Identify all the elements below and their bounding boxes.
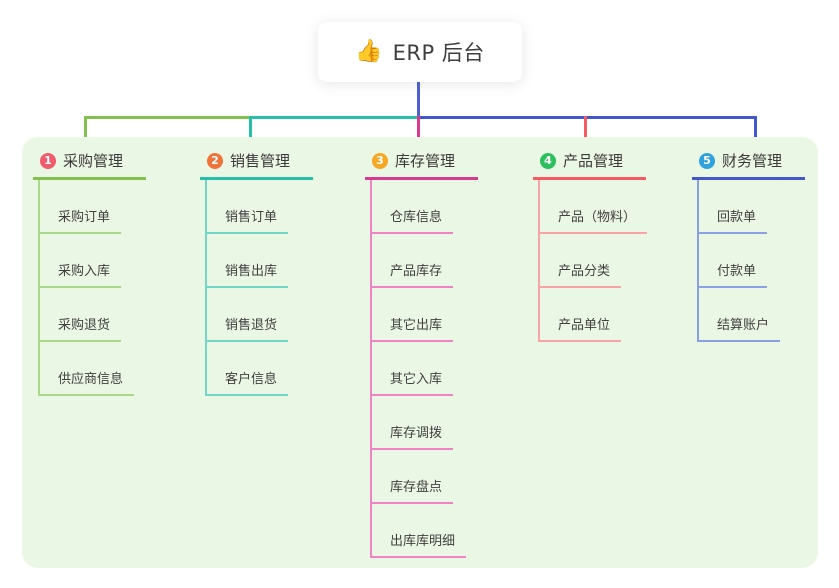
child-node[interactable]: 供应商信息 <box>40 342 146 396</box>
branch-product-children: 产品（物料） 产品分类 产品单位 <box>538 180 648 342</box>
connector-segment-finance <box>417 116 757 119</box>
branch-product: 4 产品管理 产品（物料） 产品分类 产品单位 <box>533 150 648 342</box>
branch-number-badge: 2 <box>207 152 223 169</box>
connector-segment-purchase <box>84 116 252 119</box>
child-label: 仓库信息 <box>372 206 454 234</box>
connector-drop-inventory <box>417 116 420 149</box>
child-node[interactable]: 销售退货 <box>207 288 313 342</box>
child-node[interactable]: 销售出库 <box>207 234 313 288</box>
child-node[interactable]: 采购订单 <box>40 180 146 234</box>
branch-number-badge: 4 <box>540 152 556 169</box>
branch-purchase: 1 采购管理 采购订单 采购入库 采购退货 供应商信息 <box>33 150 146 396</box>
child-node[interactable]: 出库库明细 <box>372 504 478 558</box>
child-label: 产品分类 <box>540 260 622 288</box>
child-node[interactable]: 库存盘点 <box>372 450 478 504</box>
connector-drop-sales <box>249 116 252 149</box>
branch-label: 销售管理 <box>230 152 291 170</box>
branch-sales-title[interactable]: 2 销售管理 <box>200 150 313 180</box>
child-label: 采购退货 <box>40 314 122 342</box>
child-node[interactable]: 客户信息 <box>207 342 313 396</box>
child-label: 库存盘点 <box>372 476 454 504</box>
child-node[interactable]: 仓库信息 <box>372 180 478 234</box>
branch-finance: 5 财务管理 回款单 付款单 结算账户 <box>692 150 805 342</box>
child-node[interactable]: 结算账户 <box>699 288 805 342</box>
child-node[interactable]: 产品（物料） <box>540 180 648 234</box>
child-label: 其它出库 <box>372 314 454 342</box>
child-node[interactable]: 销售订单 <box>207 180 313 234</box>
branch-group-panel <box>22 137 818 568</box>
branch-sales: 2 销售管理 销售订单 销售出库 销售退货 客户信息 <box>200 150 313 396</box>
branch-finance-children: 回款单 付款单 结算账户 <box>697 180 805 342</box>
branch-inventory-children: 仓库信息 产品库存 其它出库 其它入库 库存调拨 库存盘点 出库库明细 <box>370 180 478 558</box>
child-node[interactable]: 采购入库 <box>40 234 146 288</box>
child-label: 付款单 <box>699 260 768 288</box>
child-node[interactable]: 付款单 <box>699 234 805 288</box>
root-title: ERP 后台 <box>392 41 485 65</box>
branch-purchase-children: 采购订单 采购入库 采购退货 供应商信息 <box>38 180 146 396</box>
child-node[interactable]: 产品分类 <box>540 234 647 288</box>
child-node[interactable]: 产品单位 <box>540 288 647 342</box>
child-label: 产品库存 <box>372 260 454 288</box>
child-label: 库存调拨 <box>372 422 454 450</box>
connector-segment-sales <box>249 116 420 119</box>
child-label: 供应商信息 <box>40 368 135 396</box>
child-label: 销售退货 <box>207 314 289 342</box>
child-label: 其它入库 <box>372 368 454 396</box>
thumbs-up-icon: 👍 <box>355 39 383 64</box>
child-label: 出库库明细 <box>372 530 467 558</box>
branch-sales-children: 销售订单 销售出库 销售退货 客户信息 <box>205 180 313 396</box>
branch-label: 财务管理 <box>722 152 783 170</box>
child-label: 销售订单 <box>207 206 289 234</box>
branch-label: 采购管理 <box>63 152 124 170</box>
branch-inventory-title[interactable]: 3 库存管理 <box>365 150 478 180</box>
child-label: 客户信息 <box>207 368 289 396</box>
branch-number-badge: 3 <box>372 152 388 169</box>
branch-label: 库存管理 <box>395 152 456 170</box>
child-label: 采购订单 <box>40 206 122 234</box>
connector-root-stem <box>417 82 420 119</box>
child-node[interactable]: 其它出库 <box>372 288 478 342</box>
child-node[interactable]: 回款单 <box>699 180 805 234</box>
connector-drop-product <box>584 116 587 149</box>
child-label: 采购入库 <box>40 260 122 288</box>
child-label: 回款单 <box>699 206 768 234</box>
root-node[interactable]: 👍 ERP 后台 <box>318 22 522 82</box>
child-node[interactable]: 采购退货 <box>40 288 146 342</box>
child-label: 产品（物料） <box>540 206 648 234</box>
branch-finance-title[interactable]: 5 财务管理 <box>692 150 805 180</box>
branch-label: 产品管理 <box>563 152 624 170</box>
child-label: 产品单位 <box>540 314 622 342</box>
branch-product-title[interactable]: 4 产品管理 <box>533 150 646 180</box>
connector-drop-finance <box>754 116 757 149</box>
child-node[interactable]: 其它入库 <box>372 342 478 396</box>
branch-number-badge: 5 <box>699 152 715 169</box>
connector-drop-purchase <box>84 116 87 149</box>
branch-inventory: 3 库存管理 仓库信息 产品库存 其它出库 其它入库 库存调拨 库存盘点 出库库… <box>365 150 478 558</box>
child-node[interactable]: 产品库存 <box>372 234 478 288</box>
child-node[interactable]: 库存调拨 <box>372 396 478 450</box>
branch-purchase-title[interactable]: 1 采购管理 <box>33 150 146 180</box>
branch-number-badge: 1 <box>40 152 56 169</box>
child-label: 结算账户 <box>699 314 781 342</box>
child-label: 销售出库 <box>207 260 289 288</box>
